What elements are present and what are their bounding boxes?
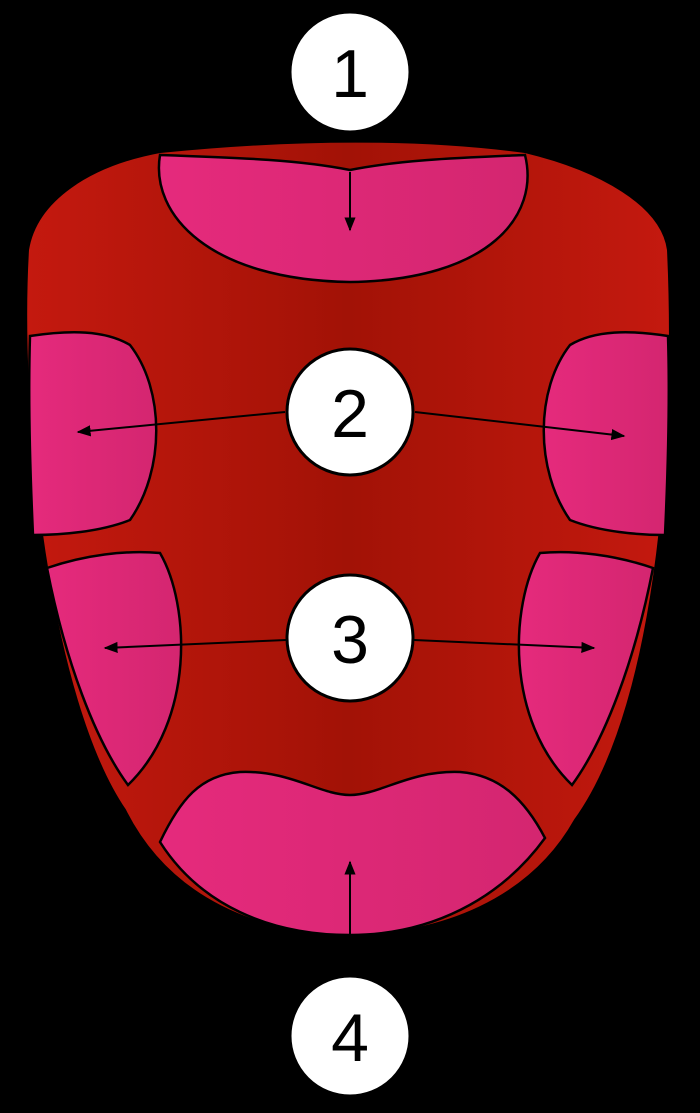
zone-tip (157, 153, 529, 284)
marker-label: 1 (331, 36, 369, 112)
marker-2: 2 (285, 347, 415, 477)
marker-label: 4 (331, 1000, 369, 1076)
marker-label: 2 (331, 376, 369, 452)
zone-left-front (27, 331, 158, 537)
marker-circle (288, 974, 412, 1098)
zone-root (158, 770, 547, 937)
arrow-3-right (413, 639, 596, 654)
marker-3: 3 (285, 573, 415, 703)
marker-label: 3 (331, 602, 369, 678)
marker-circle (285, 573, 415, 703)
arrow-3-left (103, 639, 287, 654)
zone-right-back (517, 550, 655, 787)
zone-left-back (45, 550, 183, 787)
arrow-2-right (414, 411, 626, 441)
marker-circle (288, 10, 412, 134)
marker-1: 1 (288, 10, 412, 134)
arrow-2-left (76, 411, 286, 437)
marker-circle (285, 347, 415, 477)
marker-4: 4 (288, 974, 412, 1098)
